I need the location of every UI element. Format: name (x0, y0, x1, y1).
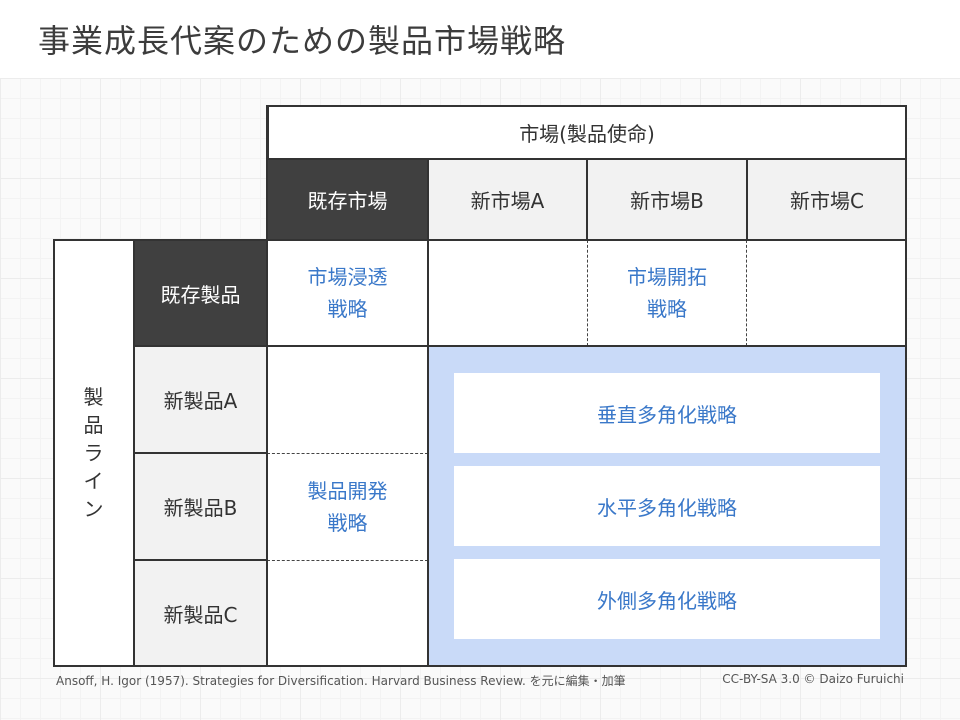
vertical-diversification: 垂直多角化戦略 (454, 373, 880, 453)
grid-line (746, 158, 748, 240)
product-line-char: イ (83, 469, 104, 493)
page-title: 事業成長代案のための製品市場戦略 (38, 22, 567, 60)
product-line-char: 品 (83, 413, 104, 437)
strategy-label: 戦略 (327, 510, 368, 535)
product-line-label: 製 品 ラ イ ン (53, 240, 134, 666)
market-new-a: 新市場A (428, 158, 587, 240)
source-citation: Ansoff, H. Igor (1957). Strategies for D… (56, 674, 626, 688)
product-existing: 既存製品 (134, 240, 267, 346)
market-header: 市場(製品使命) (267, 105, 907, 160)
strategy-label: 市場開拓 (627, 265, 707, 289)
grid-line (427, 158, 429, 240)
grid-line (266, 105, 268, 667)
strategy-label: 市場浸透 (307, 265, 388, 289)
market-development-strategy: 市場開拓 戦略 (587, 240, 747, 346)
strategy-label: 戦略 (327, 297, 368, 321)
grid-line (427, 346, 429, 667)
grid-line (133, 452, 267, 454)
market-existing: 既存市場 (267, 158, 428, 240)
dashed-divider (267, 560, 428, 561)
product-development-strategy: 製品開発 戦略 (267, 453, 428, 560)
grid-line (266, 158, 907, 160)
grid-line (53, 239, 55, 667)
grid-line (133, 239, 135, 667)
grid-line (586, 158, 588, 240)
strategy-label: 製品開発 (307, 478, 388, 503)
grid-line (133, 345, 428, 347)
market-new-c: 新市場C (747, 158, 907, 240)
grid-line (427, 240, 429, 346)
strategy-label: 戦略 (647, 297, 687, 321)
grid-line (133, 559, 267, 561)
dashed-divider (746, 240, 747, 346)
product-line-char: ラ (83, 441, 104, 465)
conglomerate-diversification: 外側多角化戦略 (454, 559, 880, 639)
market-new-b: 新市場B (587, 158, 747, 240)
product-new-b: 新製品B (134, 453, 267, 560)
product-line-char: 製 (83, 385, 104, 409)
market-penetration-strategy: 市場浸透 戦略 (267, 240, 428, 346)
dashed-divider (587, 240, 588, 346)
grid-line (53, 665, 907, 667)
diversification-area: 垂直多角化戦略 水平多角化戦略 外側多角化戦略 (428, 346, 906, 666)
horizontal-diversification: 水平多角化戦略 (454, 466, 880, 546)
grid-line (905, 105, 907, 667)
dashed-divider (267, 453, 428, 454)
grid-line (427, 345, 907, 347)
grid-line (53, 239, 907, 241)
product-new-c: 新製品C (134, 560, 267, 666)
product-line-char: ン (83, 497, 104, 521)
license-notice: CC-BY-SA 3.0 © Daizo Furuichi (722, 672, 904, 686)
product-new-a: 新製品A (134, 346, 267, 453)
